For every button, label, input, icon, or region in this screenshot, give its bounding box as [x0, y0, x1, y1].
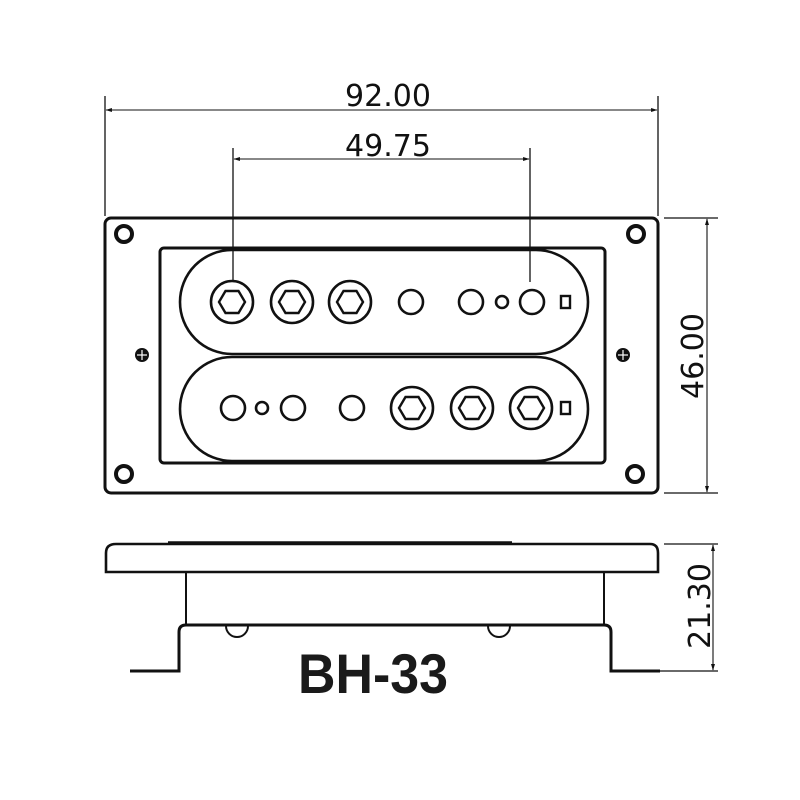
- slug-pole-icon: [518, 288, 546, 316]
- square-tab-icon: [559, 400, 572, 416]
- dimension-pole-spacing: 49.75: [232, 129, 531, 282]
- hex-pole-screw-icon: [327, 279, 373, 325]
- side-view: [104, 541, 660, 673]
- mounting-ring-outline: [103, 216, 660, 495]
- dimension-overall-height: 46.00: [664, 217, 718, 494]
- screw-tip-icon: [487, 625, 511, 638]
- hex-pole-screw-icon: [508, 385, 554, 431]
- depth-label: 21.30: [683, 563, 718, 649]
- top-view: [103, 216, 660, 495]
- pole-spacing-label: 49.75: [345, 129, 431, 164]
- mounting-hole-icon: [114, 224, 134, 244]
- mounting-hole-icon: [114, 464, 134, 484]
- mounting-hole-icon: [625, 464, 645, 484]
- model-label: BH-33: [298, 642, 448, 705]
- dimension-depth: 21.30: [660, 543, 718, 672]
- overall-width-label: 92.00: [345, 79, 431, 114]
- slug-pole-icon: [397, 288, 425, 316]
- slug-pole-icon: [338, 394, 366, 422]
- hex-pole-screw-icon: [209, 279, 255, 325]
- hex-pole-screw-icon: [389, 385, 435, 431]
- hex-pole-screw-icon: [269, 279, 315, 325]
- square-tab-icon: [559, 294, 572, 310]
- slug-pole-icon: [457, 288, 485, 316]
- small-hole-icon: [254, 400, 270, 416]
- side-baseplate: [130, 623, 660, 673]
- lower-coil-bobbin: [178, 355, 590, 463]
- upper-coil-bobbin: [178, 248, 590, 356]
- screw-tip-icon: [225, 625, 249, 638]
- slug-pole-icon: [219, 394, 247, 422]
- hex-pole-screw-icon: [449, 385, 495, 431]
- slug-pole-icon: [279, 394, 307, 422]
- small-hole-icon: [494, 294, 510, 310]
- inner-opening-outline: [158, 246, 607, 465]
- mounting-hole-icon: [626, 224, 646, 244]
- dimension-overall-width: 92.00: [104, 79, 659, 216]
- overall-height-label: 46.00: [676, 313, 711, 399]
- height-screw-icon: [135, 348, 149, 362]
- side-mounting-plate: [104, 542, 660, 574]
- height-screw-icon: [616, 348, 630, 362]
